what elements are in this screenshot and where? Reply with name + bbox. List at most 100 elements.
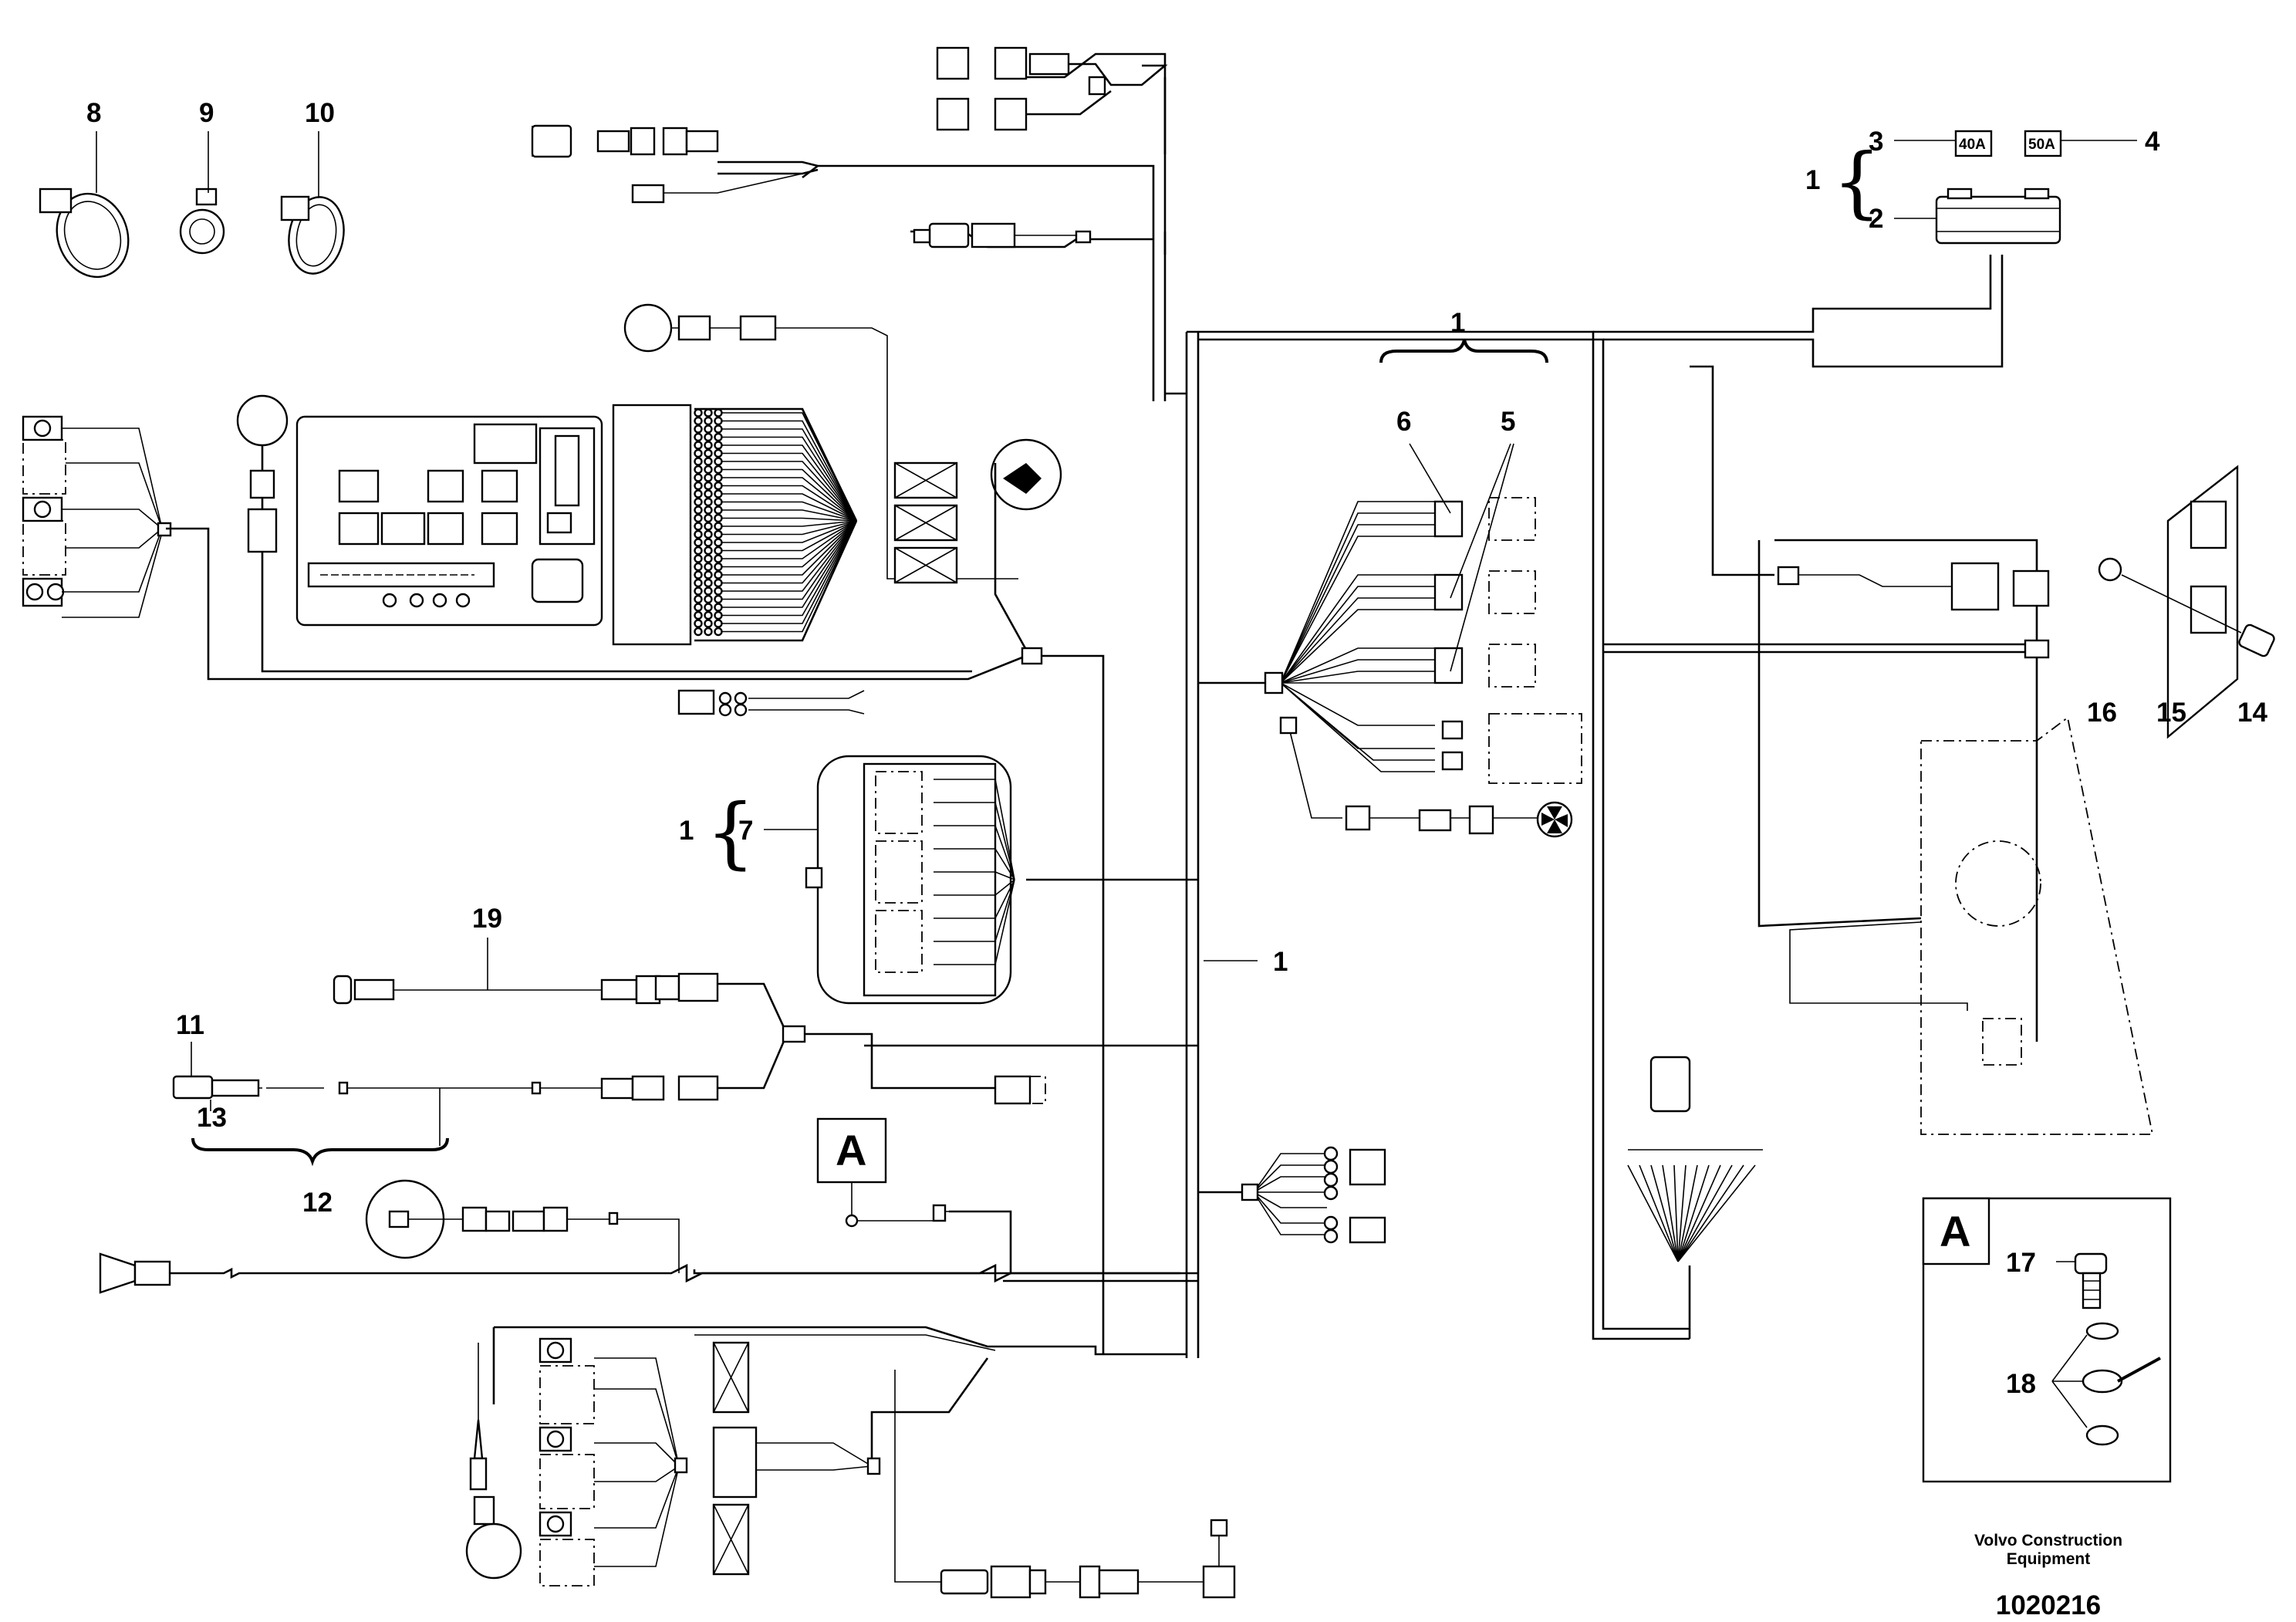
callout-5: 5 bbox=[1501, 407, 1515, 437]
connector-pin bbox=[694, 570, 703, 580]
panel-wire bbox=[722, 520, 857, 624]
panel-wire bbox=[722, 485, 857, 522]
connector-pin bbox=[694, 627, 703, 637]
connector-pin bbox=[714, 610, 723, 620]
left-switch-block bbox=[22, 415, 1027, 681]
panel-wire bbox=[722, 501, 857, 522]
connector-pin bbox=[704, 554, 713, 563]
connector-pin bbox=[694, 497, 703, 507]
group-12-brace bbox=[191, 1137, 449, 1167]
connector-pin bbox=[714, 432, 723, 442]
washer-icon bbox=[2085, 1424, 2119, 1446]
ring-terminal-icon bbox=[2082, 1369, 2123, 1394]
connector-pin bbox=[694, 424, 703, 434]
connector-pin bbox=[714, 481, 723, 491]
switch-icon bbox=[1202, 1565, 1236, 1599]
bracket-assembly bbox=[2098, 465, 2275, 739]
connector-pin bbox=[694, 505, 703, 515]
connector-pin bbox=[694, 554, 703, 563]
cable-clamp-icon bbox=[56, 192, 130, 279]
connector-pin bbox=[704, 416, 713, 426]
horn-harness bbox=[99, 1179, 1180, 1294]
connector-pin bbox=[694, 529, 703, 539]
connector-pin bbox=[694, 594, 703, 604]
callout-15: 15 bbox=[2156, 698, 2186, 728]
callout-4: 4 bbox=[2145, 127, 2160, 157]
detail-a-marker-box bbox=[816, 1117, 887, 1184]
connector-pin bbox=[704, 473, 713, 482]
cable-clamp-icon bbox=[39, 188, 73, 214]
connector-pin bbox=[694, 416, 703, 426]
callout-18: 18 bbox=[2006, 1369, 2036, 1399]
connector-pin bbox=[704, 610, 713, 620]
connector-pin bbox=[714, 408, 723, 417]
connector-pin bbox=[694, 578, 703, 588]
top-sensor-harness bbox=[531, 124, 1092, 248]
panel-wire bbox=[722, 520, 857, 536]
connector-pin bbox=[714, 578, 723, 588]
detail-a-marker-letter: A bbox=[836, 1126, 866, 1174]
connector-pin bbox=[704, 570, 713, 580]
connector-pin bbox=[704, 441, 713, 450]
top-connector-cluster bbox=[936, 46, 1168, 154]
connector-pin bbox=[714, 562, 723, 572]
maker-line-1: Volvo Construction bbox=[1974, 1532, 2122, 1549]
panel-wire bbox=[722, 509, 857, 522]
panel-wire bbox=[722, 468, 857, 522]
connector-pin bbox=[704, 448, 713, 458]
connector-pin bbox=[694, 441, 703, 450]
connector-pin bbox=[714, 489, 723, 498]
connector-pin bbox=[704, 586, 713, 596]
relay-boxes bbox=[893, 438, 1062, 664]
panel-wire bbox=[722, 444, 857, 522]
connector-pin bbox=[714, 457, 723, 466]
connector-pin bbox=[694, 489, 703, 498]
callout-9: 9 bbox=[199, 98, 214, 128]
callout-17: 17 bbox=[2006, 1248, 2036, 1278]
connector-pin bbox=[704, 432, 713, 442]
fusebox-brace: { bbox=[1832, 137, 1882, 227]
panel-wire bbox=[722, 520, 857, 617]
connector-pin bbox=[704, 465, 713, 475]
connector-pin bbox=[714, 416, 723, 426]
connector-pin bbox=[704, 513, 713, 523]
connector-pin bbox=[694, 448, 703, 458]
connector-pin bbox=[694, 538, 703, 547]
connector-pin bbox=[704, 424, 713, 434]
document-number: 1020216 bbox=[1996, 1590, 2101, 1620]
connector-pin bbox=[704, 594, 713, 604]
connector-pin bbox=[694, 408, 703, 417]
callout-11: 11 bbox=[176, 1010, 204, 1040]
callout-14: 14 bbox=[2237, 698, 2267, 728]
callout-3: 3 bbox=[1869, 127, 1883, 157]
panel-wire bbox=[722, 477, 857, 522]
panel-wire bbox=[722, 452, 857, 522]
callout-8: 8 bbox=[86, 98, 101, 128]
connector-pin bbox=[714, 554, 723, 563]
connector-pin bbox=[704, 489, 713, 498]
connector-pin bbox=[704, 619, 713, 628]
callout-10: 10 bbox=[305, 98, 335, 128]
connector-pin bbox=[704, 529, 713, 539]
maker-line-2: Equipment bbox=[2007, 1550, 2091, 1568]
panel-wire bbox=[722, 461, 857, 522]
callout-19: 19 bbox=[472, 904, 502, 934]
ecu-brace: { bbox=[706, 787, 755, 877]
panel-wire bbox=[722, 436, 857, 522]
cable-clamp-icon bbox=[179, 208, 225, 255]
connector-pin bbox=[714, 619, 723, 628]
fuse-40a-label: 40A bbox=[1959, 137, 1986, 153]
detail-a-box-letter: A bbox=[1940, 1207, 1970, 1255]
connector-pin bbox=[714, 627, 723, 637]
panel-wire bbox=[722, 420, 857, 522]
callout-13: 13 bbox=[197, 1103, 227, 1133]
control-unit-7 bbox=[805, 755, 1015, 1005]
fuse-box: 40A 50A bbox=[1935, 130, 2062, 245]
connector-pin bbox=[694, 432, 703, 442]
connector-pin bbox=[704, 497, 713, 507]
panel-wire bbox=[722, 520, 857, 633]
connector-pin bbox=[704, 481, 713, 491]
warning-lamp-icon bbox=[623, 303, 673, 353]
callout-1-ecu: 1 bbox=[679, 816, 694, 846]
connector-pin bbox=[704, 538, 713, 547]
